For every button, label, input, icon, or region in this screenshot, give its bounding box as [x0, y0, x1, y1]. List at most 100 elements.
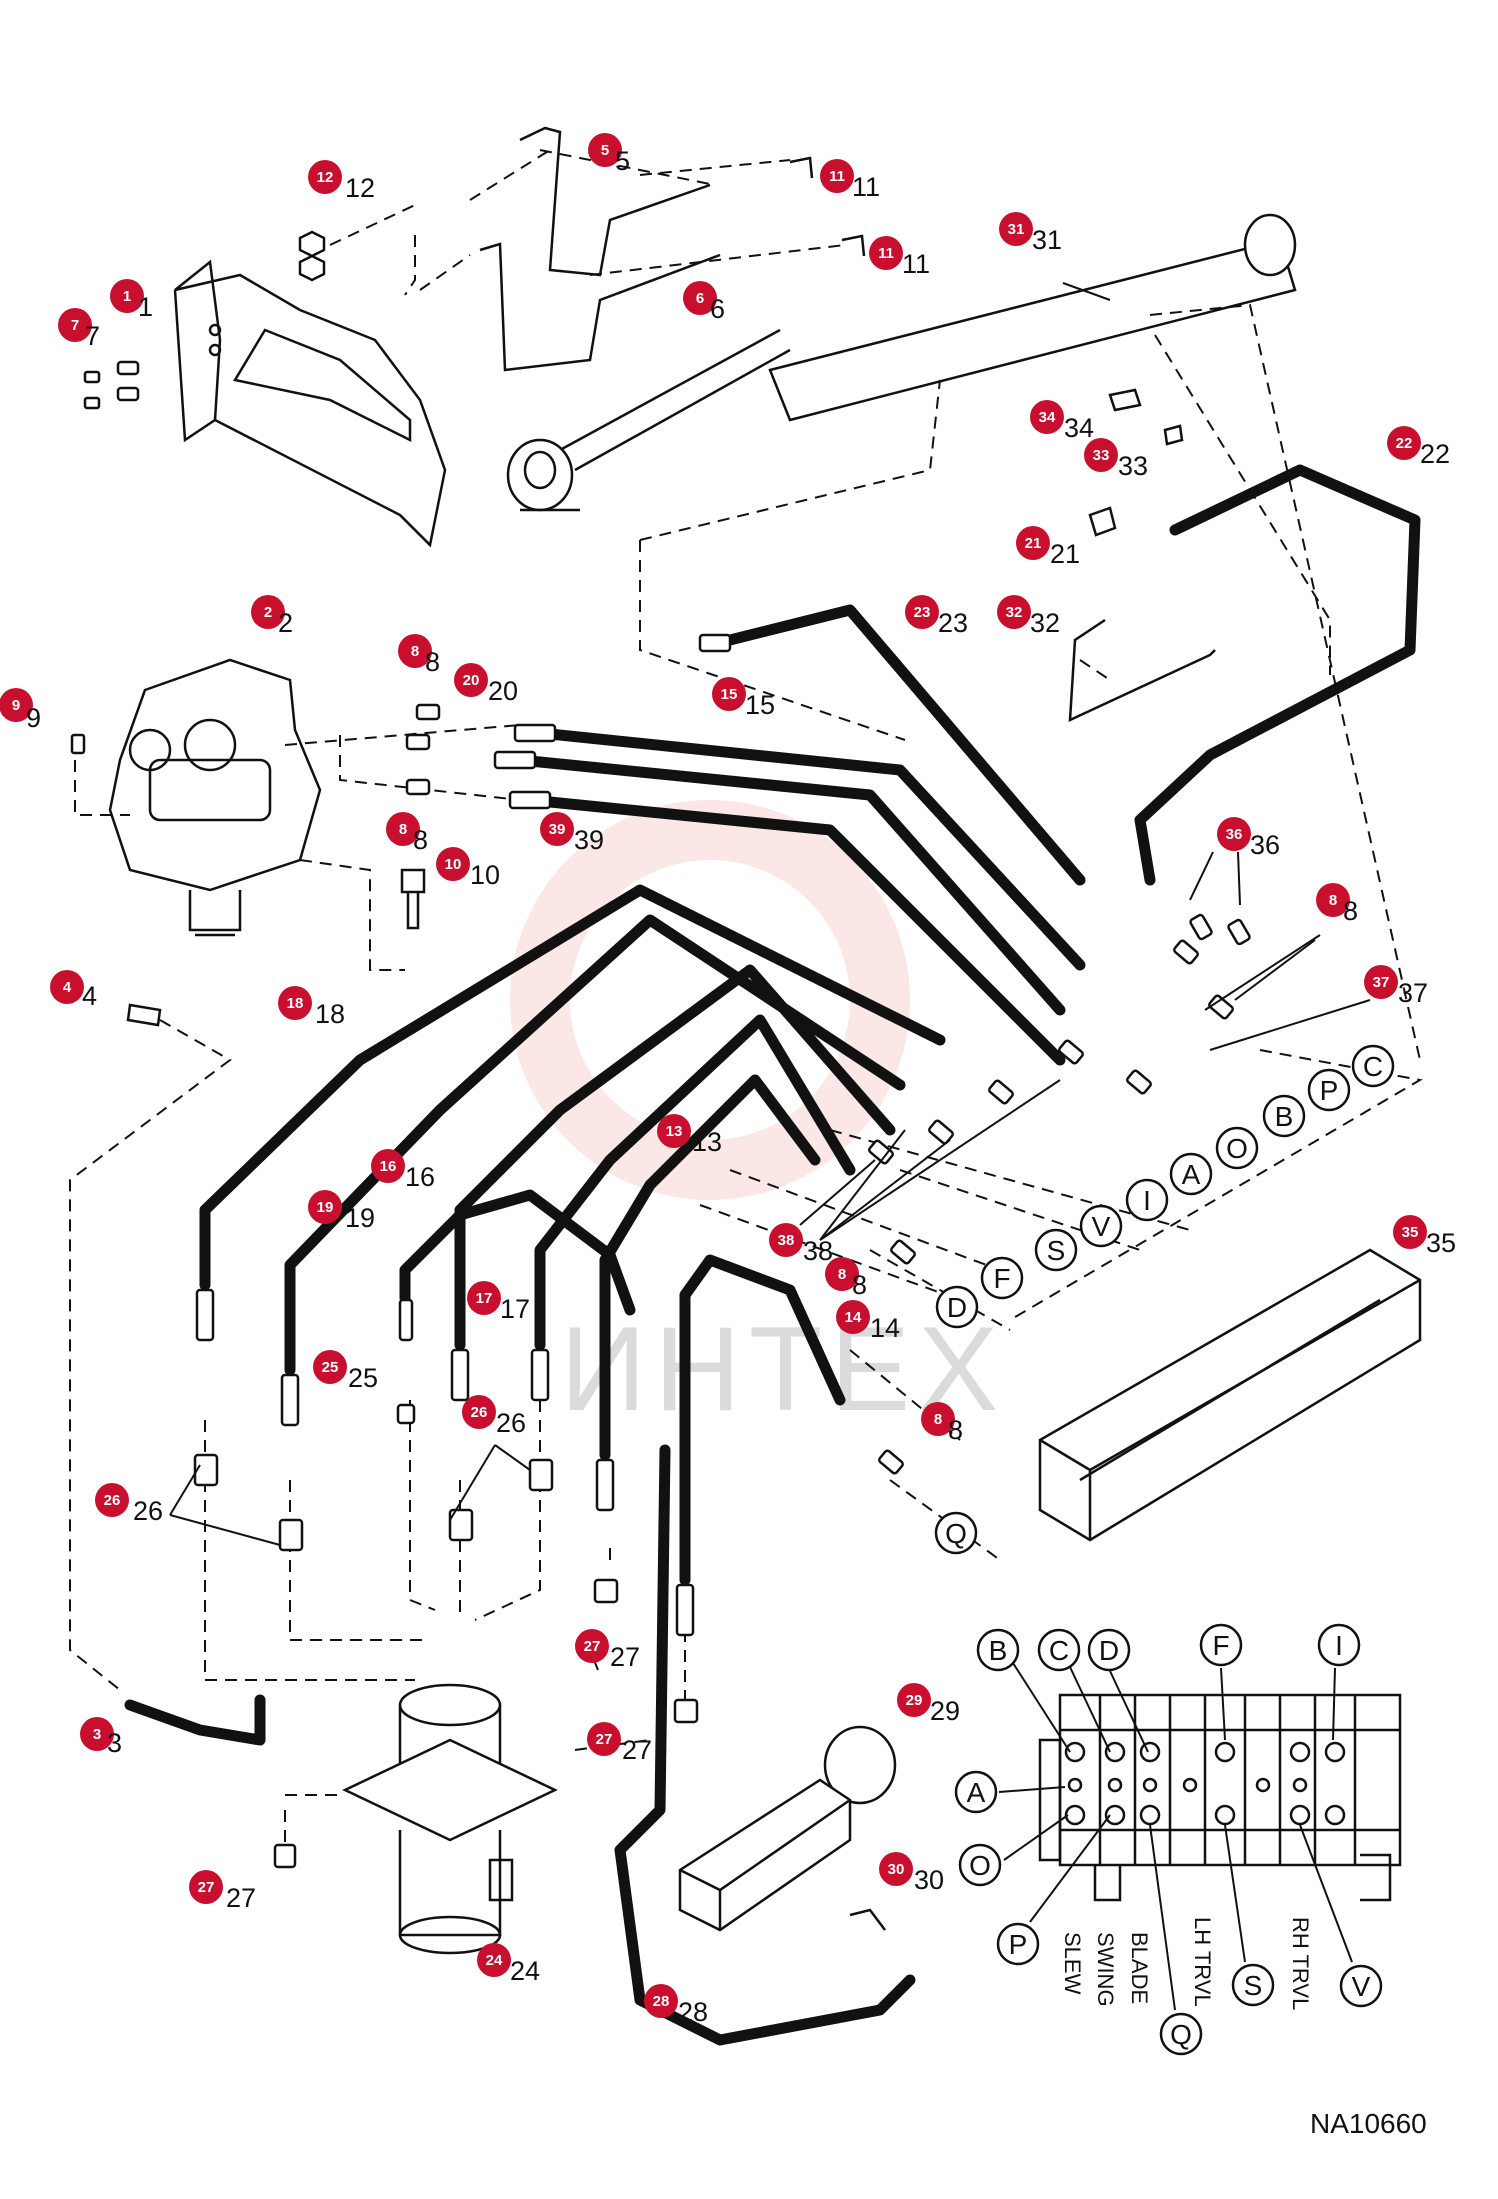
callout-badge-number: 19 — [317, 1199, 334, 1216]
port-circle — [934, 1511, 978, 1555]
port-circle — [1034, 1228, 1078, 1272]
swing-motor-2 — [108, 658, 322, 937]
port-a: A — [1169, 1152, 1213, 1196]
valve-port-f: F — [1199, 1623, 1243, 1667]
callout-badge-number: 34 — [1039, 409, 1056, 426]
callout-badge-number: 27 — [584, 1638, 601, 1655]
callout-badge-number: 8 — [399, 821, 407, 838]
callout-number: 25 — [348, 1363, 378, 1393]
callout-badge — [1316, 883, 1350, 917]
callout-badge-number: 33 — [1093, 447, 1110, 464]
port-circle — [1215, 1126, 1259, 1170]
callout-number: 4 — [82, 981, 97, 1011]
callout-badge — [825, 1257, 859, 1291]
callout-badge — [540, 812, 574, 846]
callout-badge-number: 16 — [380, 1158, 397, 1175]
port-letter: P — [1009, 1929, 1028, 1960]
swivel-joint-24 — [342, 1683, 558, 1955]
callout-badge — [50, 970, 84, 1004]
callout-badge — [1084, 438, 1118, 472]
callout-badge — [0, 688, 33, 722]
callout-badge-number: 27 — [596, 1731, 613, 1748]
port-circle — [1125, 1178, 1169, 1222]
callout-badge — [1393, 1215, 1427, 1249]
port-letter: D — [947, 1292, 967, 1323]
callout-badge — [1364, 965, 1398, 999]
callout-number: 1 — [138, 292, 153, 322]
callout-badge — [1016, 526, 1050, 560]
callout-number: 8 — [425, 647, 440, 677]
callout-badge — [869, 236, 903, 270]
callout-badge-number: 26 — [471, 1404, 488, 1421]
port-letter: Q — [945, 1518, 967, 1549]
control-valve-35 — [1038, 1248, 1422, 1542]
clamp-34 — [1088, 388, 1184, 537]
callout-badge — [436, 847, 470, 881]
callout-number: 5 — [615, 146, 630, 176]
callout-badge-number: 28 — [653, 1993, 670, 2010]
callout-number: 36 — [1250, 830, 1280, 860]
port-letter: O — [969, 1850, 991, 1881]
callout-badge-number: 8 — [411, 643, 419, 660]
valve-port-b: B — [976, 1628, 1020, 1672]
port-o: O — [1215, 1126, 1259, 1170]
valve-port-v: V — [1339, 1964, 1383, 2008]
dashed-leaders — [69, 149, 1423, 1860]
callout-number: 7 — [85, 321, 100, 351]
bolt-10 — [400, 868, 426, 930]
callout-badge — [657, 1114, 691, 1148]
port-circle — [1307, 1068, 1351, 1112]
callout-badge — [897, 1683, 931, 1717]
callout-number: 8 — [948, 1415, 963, 1445]
callout-number: 33 — [1118, 451, 1148, 481]
hoses — [124, 464, 1421, 2046]
port-letter: C — [1363, 1051, 1383, 1082]
callout-badge — [58, 308, 92, 342]
callout-number: 34 — [1064, 413, 1094, 443]
callout-badge — [308, 1190, 342, 1224]
callout-badge-number: 22 — [1396, 435, 1413, 452]
callout-number: 16 — [405, 1162, 435, 1192]
callout-number: 18 — [315, 999, 345, 1029]
port-circle — [976, 1628, 1020, 1672]
callout-number: 28 — [678, 1997, 708, 2027]
port-f: F — [980, 1256, 1024, 1300]
port-circle — [996, 1922, 1040, 1966]
elbow-30 — [849, 1908, 886, 1931]
fittings-1-7 — [83, 360, 140, 410]
callout-badge — [712, 677, 746, 711]
callout-number: 30 — [914, 1865, 944, 1895]
callout-badge — [95, 1483, 129, 1517]
valve-label-lLh: LH TRVL — [1190, 1917, 1215, 2007]
port-letter: S — [1244, 1970, 1263, 2001]
port-circle — [935, 1285, 979, 1329]
port-letter: F — [993, 1263, 1010, 1294]
callout-badge-number: 10 — [445, 856, 462, 873]
callout-badge-number: 26 — [104, 1492, 121, 1509]
valve-label-lBlade: BLADE — [1127, 1932, 1152, 2004]
callout-badge-number: 11 — [829, 168, 845, 185]
callout-badge-number: 21 — [1025, 535, 1042, 552]
elbows-11 — [789, 156, 866, 257]
port-s: S — [1034, 1228, 1078, 1272]
